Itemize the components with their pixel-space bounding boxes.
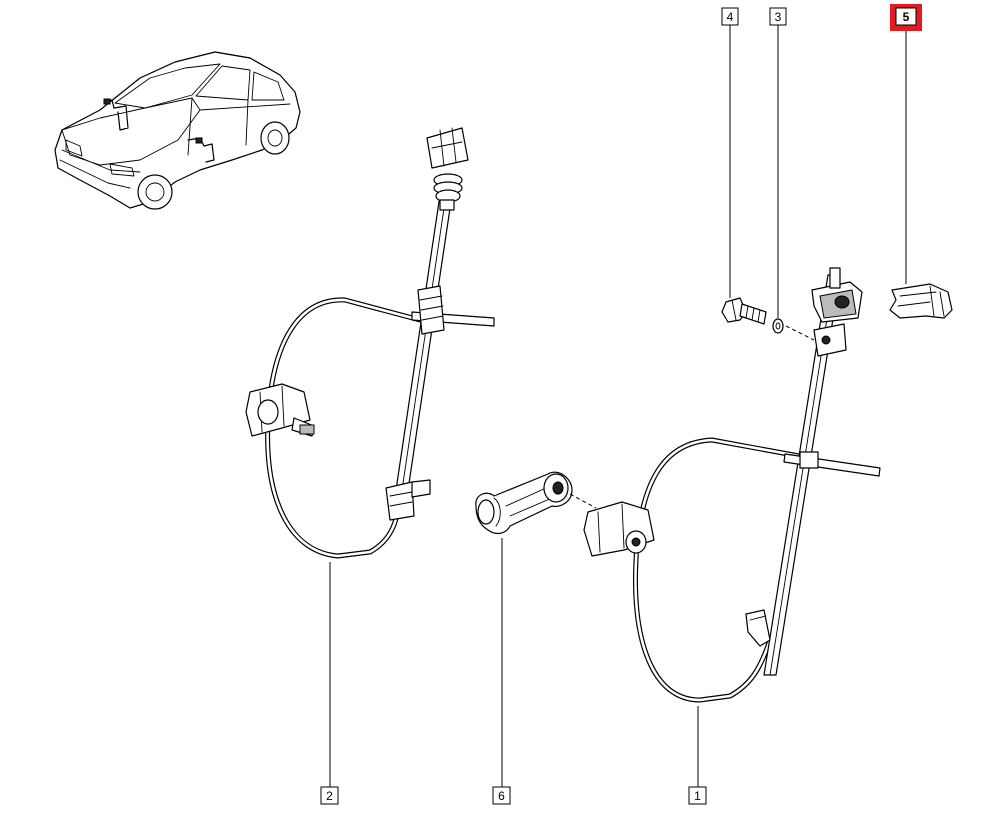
label-4-text: 4: [727, 10, 734, 24]
window-winder-handle: [475, 471, 597, 535]
label-2: 2: [320, 786, 339, 805]
car-location-thumbnail: [54, 51, 301, 210]
label-4: 4: [721, 7, 739, 26]
label-2-text: 2: [326, 789, 333, 803]
window-regulator-left: [245, 127, 495, 559]
label-3: 3: [769, 7, 787, 26]
label-6-text: 6: [498, 789, 505, 803]
clip: [889, 283, 953, 319]
label-5-highlighted[interactable]: 5: [890, 4, 922, 31]
callout-lines: [329, 25, 907, 787]
label-3-text: 3: [775, 10, 782, 24]
label-1: 1: [688, 786, 707, 805]
washer: [772, 318, 784, 334]
label-5-text: 5: [903, 10, 910, 24]
label-1-text: 1: [694, 789, 701, 803]
bolt: [721, 297, 767, 325]
label-6: 6: [492, 786, 511, 805]
window-regulator-right: [583, 267, 881, 703]
